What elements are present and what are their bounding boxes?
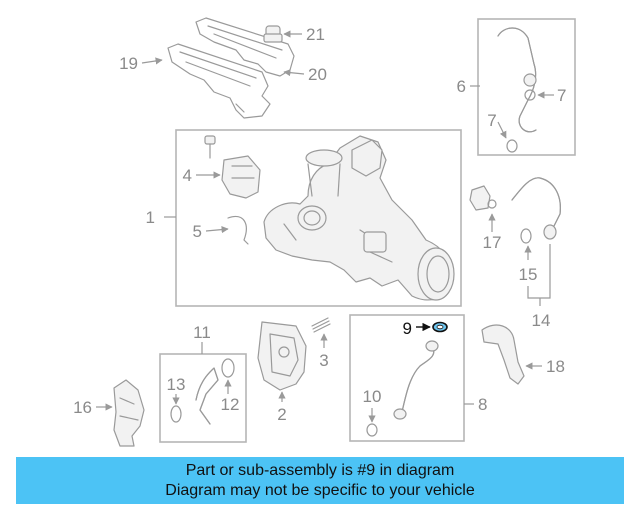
callout-13: 13 (167, 375, 186, 394)
group-box-6 (477, 18, 576, 156)
callout-15: 15 (519, 265, 538, 284)
seal-ring-part-12 (221, 358, 235, 378)
callout-11: 11 (193, 323, 211, 342)
callout-19: 19 (119, 54, 138, 73)
group-box-11 (159, 353, 247, 443)
seal-ring-part-9-highlighted (432, 321, 448, 333)
callout-8: 8 (478, 395, 487, 414)
callout-1: 1 (146, 208, 155, 227)
callout-2: 2 (277, 405, 286, 424)
oil-line-part-11 (195, 367, 219, 425)
callout-numbers: 1 2 3 4 5 6 7 7 8 9 10 11 12 13 14 15 16… (73, 25, 566, 424)
callout-10: 10 (363, 387, 382, 406)
callout-5: 5 (193, 222, 202, 241)
callout-12: 12 (221, 395, 240, 414)
callout-7b: 7 (487, 111, 496, 130)
bracket-part-17 (469, 185, 497, 211)
clamp-part-5 (227, 215, 249, 245)
group-box-1 (175, 129, 462, 307)
oil-feed-line-part-6 (497, 27, 537, 133)
gasket-part-2 (257, 321, 307, 391)
turbocharger-part-1 (263, 135, 455, 301)
seal-ring-part-10 (366, 423, 378, 437)
callout-18: 18 (546, 357, 565, 376)
callout-9-highlighted: 9 (403, 319, 412, 338)
callout-7a: 7 (557, 86, 566, 105)
group-box-8 (349, 314, 465, 442)
heat-shield-part-19 (167, 43, 271, 119)
banner-line-disclaimer: Diagram may not be specific to your vehi… (165, 482, 475, 499)
seal-ring-part-15 (520, 228, 532, 244)
oil-return-line-part-15 (511, 177, 561, 240)
heat-shield-part-16 (113, 379, 145, 447)
info-banner: Part or sub-assembly is #9 in diagram Di… (16, 457, 624, 504)
callout-17: 17 (483, 233, 502, 252)
leader-lines (96, 30, 554, 423)
banner-line-part-number: Part or sub-assembly is #9 in diagram (185, 462, 455, 479)
callout-6: 6 (457, 77, 466, 96)
seal-ring-part-7a (524, 89, 536, 101)
callout-4: 4 (183, 166, 192, 185)
heat-shield-part-20 (195, 17, 295, 77)
callout-3: 3 (319, 351, 328, 370)
seal-ring-part-7b (506, 139, 518, 153)
callout-21: 21 (306, 25, 325, 44)
callout-14: 14 (532, 311, 551, 330)
actuator-part-4 (221, 155, 261, 199)
bolt-part-4a (204, 135, 216, 159)
callout-16: 16 (73, 398, 92, 417)
callout-20: 20 (308, 65, 327, 84)
plug-part-21 (263, 25, 283, 43)
stud-part-3 (311, 317, 331, 333)
oil-line-part-8 (393, 340, 439, 420)
hose-part-18 (481, 324, 525, 385)
seal-ring-part-13 (170, 405, 182, 423)
